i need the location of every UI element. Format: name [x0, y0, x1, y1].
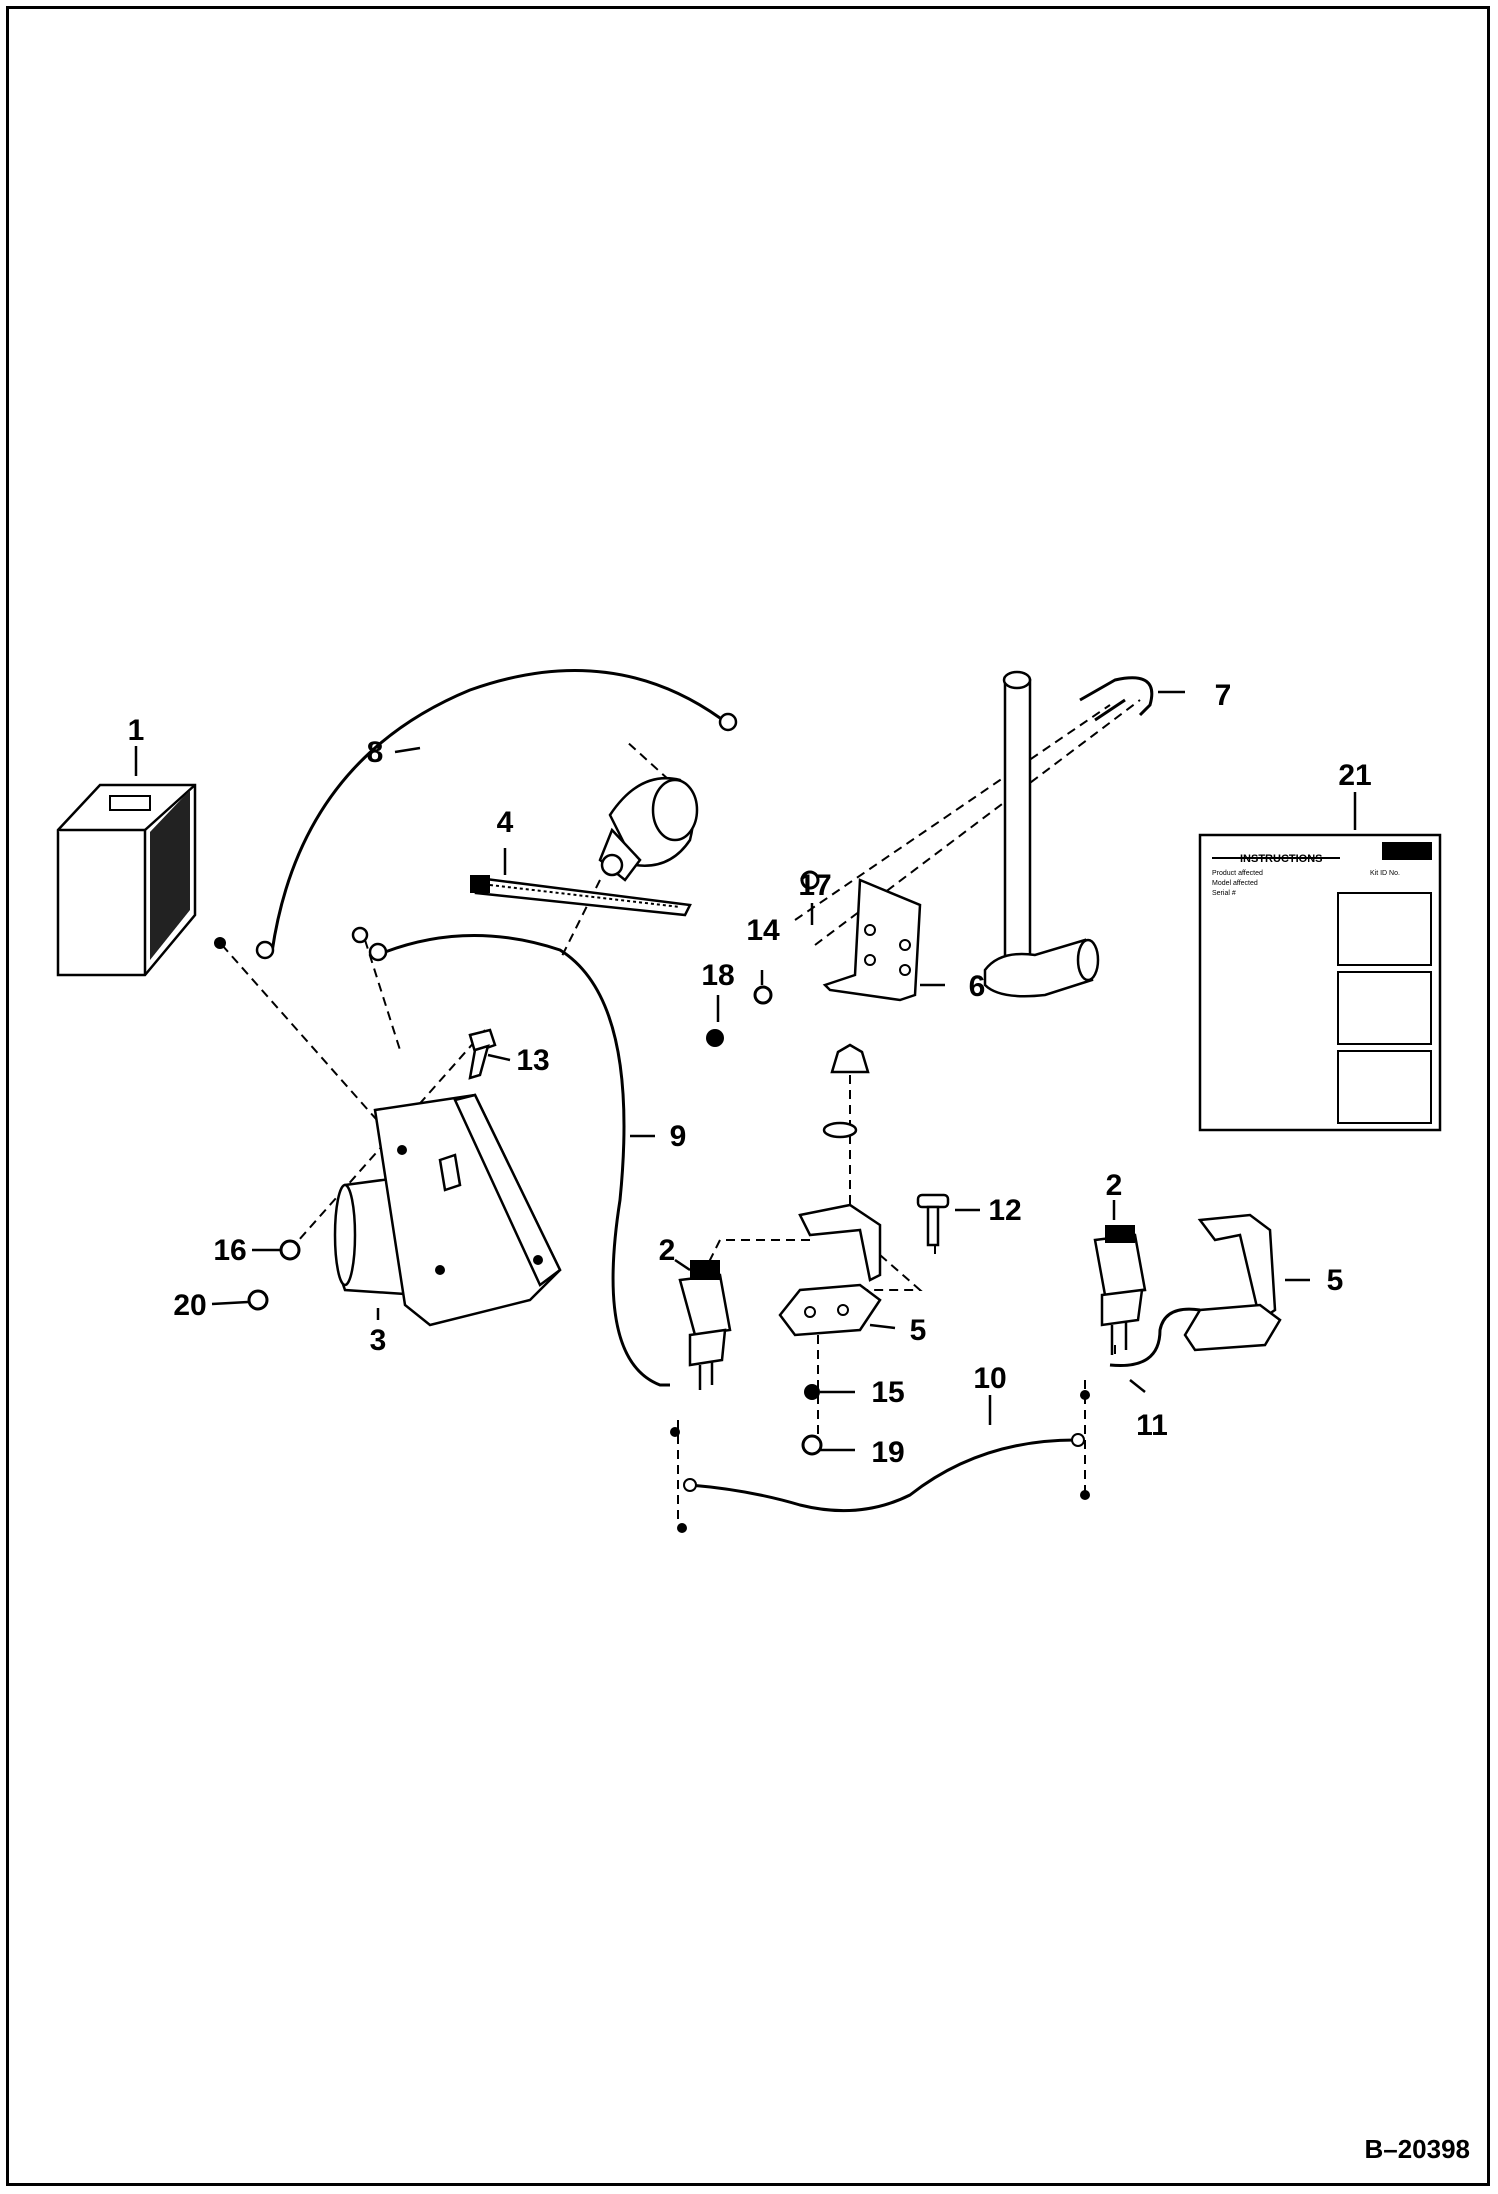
instruction-sheet-field2: Model affected — [1212, 880, 1258, 887]
callout-3: 3 — [370, 1324, 387, 1357]
switch-left-part — [678, 1260, 732, 1390]
diagram-frame — [6, 6, 1490, 2186]
switch-right-part — [1093, 1225, 1147, 1355]
cable-9-part — [368, 934, 670, 1387]
callout-14: 14 — [746, 914, 780, 947]
callout-5-right: 5 — [1327, 1264, 1344, 1297]
figure-reference: B–20398 — [1364, 2134, 1470, 2164]
callout-17: 17 — [798, 869, 831, 902]
cable-8-part — [255, 669, 738, 960]
battery-part — [56, 783, 197, 977]
callouts: 1 2 2 3 4 5 5 6 7 8 9 10 11 12 13 14 15 … — [128, 679, 1372, 1469]
mounting-bracket-part — [822, 878, 922, 1002]
callout-10: 10 — [973, 1362, 1006, 1395]
leader-lines — [134, 690, 1357, 1452]
callout-18: 18 — [701, 959, 734, 992]
switch-bracket-center-part — [778, 1203, 882, 1337]
callout-20: 20 — [173, 1289, 206, 1322]
callout-8: 8 — [367, 736, 384, 769]
instruction-sheet-field3: Serial # — [1212, 890, 1236, 897]
lamp-bracket-part — [333, 1093, 562, 1327]
key-switch-part — [598, 776, 699, 882]
cable-10-part — [683, 1433, 1085, 1513]
instruction-sheet-field1: Product affected — [1212, 870, 1263, 877]
callout-1: 1 — [128, 714, 145, 747]
instruction-sheet-part: INSTRUCTIONS Product affected Model affe… — [1198, 833, 1442, 1132]
callout-11: 11 — [1136, 1409, 1168, 1442]
callout-16: 16 — [213, 1234, 246, 1267]
callout-2-right: 2 — [1106, 1169, 1123, 1202]
cable-11-part — [1109, 1307, 1201, 1368]
callout-6: 6 — [969, 970, 986, 1003]
callout-7: 7 — [1215, 679, 1232, 712]
bolt-12-part — [916, 1193, 950, 1247]
callout-5-center: 5 — [910, 1314, 927, 1347]
callout-4: 4 — [497, 806, 514, 839]
callout-15: 15 — [871, 1376, 904, 1409]
pipe-part — [983, 670, 1154, 998]
grommet-part — [822, 1043, 870, 1139]
switch-bracket-right-part — [1183, 1213, 1282, 1352]
instruction-sheet-field4: Kit ID No. — [1370, 870, 1400, 877]
callout-12: 12 — [988, 1194, 1021, 1227]
cable-tie-part — [470, 875, 692, 917]
callout-2-left: 2 — [659, 1234, 676, 1267]
callout-19: 19 — [871, 1436, 904, 1469]
bolt-13-part — [468, 1028, 497, 1080]
hardware-parts — [214, 870, 1090, 1533]
callout-13: 13 — [516, 1044, 549, 1077]
callout-9: 9 — [670, 1120, 687, 1153]
callout-21: 21 — [1338, 759, 1371, 792]
instruction-sheet-title: INSTRUCTIONS — [1240, 853, 1323, 865]
